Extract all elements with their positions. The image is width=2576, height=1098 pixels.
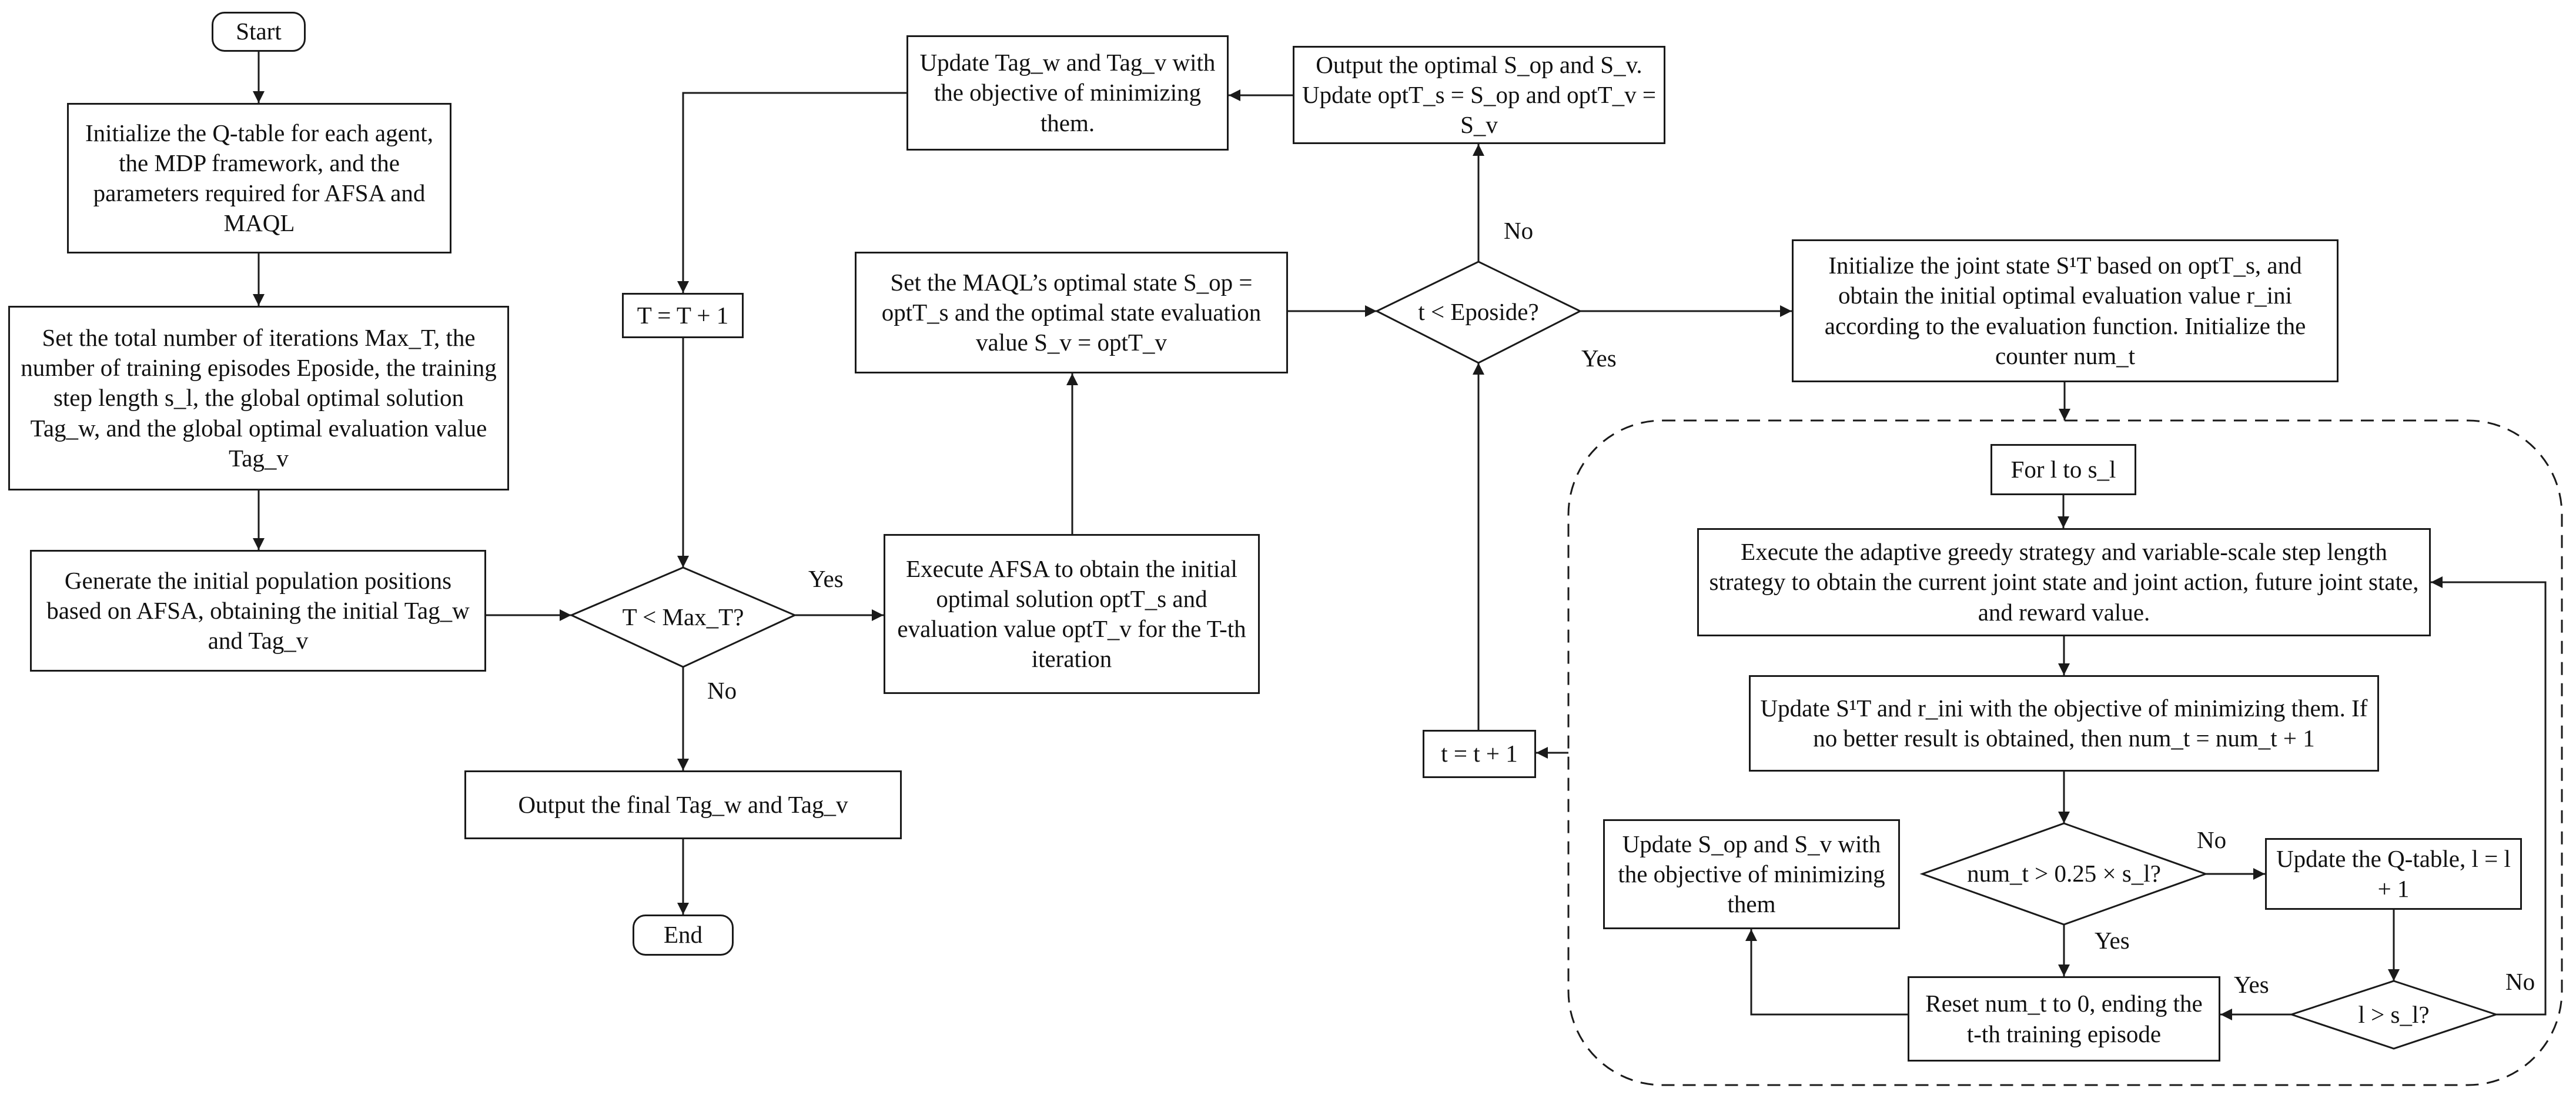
eposide-yes-label: Yes — [1581, 345, 1617, 372]
start-terminal: Start — [212, 12, 306, 52]
l-yes-label: Yes — [2234, 971, 2269, 998]
eposide-no-label: No — [1504, 217, 1534, 244]
set-maql-box: Set the MAQL’s optimal state S_op = optT… — [855, 252, 1288, 373]
for-l-box: For l to s_l — [1990, 444, 2136, 495]
diamond-l — [2289, 980, 2499, 1050]
output-optimal-box: Output the optimal S_op and S_v. Update … — [1293, 46, 1665, 144]
l-no-label: No — [2505, 968, 2535, 995]
numt-yes-label: Yes — [2095, 927, 2130, 954]
update-s1t-box: Update S¹T and r_ini with the objective … — [1749, 675, 2379, 772]
arrow-l-no — [2431, 576, 2547, 1016]
init-qtable-box: Initialize the Q-table for each agent, t… — [67, 103, 451, 253]
end-terminal: End — [633, 915, 734, 956]
arrow-update-tplus — [677, 92, 906, 293]
output-final-box: Output the final Tag_w and Tag_v — [464, 770, 902, 839]
numt-no-label: No — [2197, 826, 2227, 853]
execute-afsa-box: Execute AFSA to obtain the initial optim… — [884, 534, 1260, 694]
numt-decision: num_t > 0.25 × s_l? — [1967, 860, 2161, 887]
execute-greedy-box: Execute the adaptive greedy strategy and… — [1697, 528, 2431, 636]
arrow-reset-update-sop — [1745, 929, 1908, 1016]
maxT-yes-label: Yes — [808, 565, 844, 592]
t-small-plus-box: t = t + 1 — [1423, 730, 1536, 778]
init-joint-box: Initialize the joint state S¹T based on … — [1792, 239, 2339, 382]
maxT-decision: T < Max_T? — [622, 603, 744, 630]
reset-numt-box: Reset num_t to 0, ending the t-th traini… — [1908, 976, 2220, 1062]
maxT-no-label: No — [707, 677, 737, 704]
set-params-box: Set the total number of iterations Max_T… — [8, 306, 509, 490]
update-qtable-box: Update the Q-table, l = l + 1 — [2265, 838, 2522, 910]
t-plus-box: T = T + 1 — [622, 293, 744, 338]
l-decision: l > s_l? — [2358, 1000, 2430, 1028]
update-tag-box: Update Tag_w and Tag_v with the objectiv… — [906, 35, 1229, 151]
update-sop-box: Update S_op and S_v with the objective o… — [1603, 819, 1900, 929]
gen-population-box: Generate the initial population position… — [30, 550, 486, 672]
eposide-decision: t < Eposide? — [1418, 298, 1539, 326]
